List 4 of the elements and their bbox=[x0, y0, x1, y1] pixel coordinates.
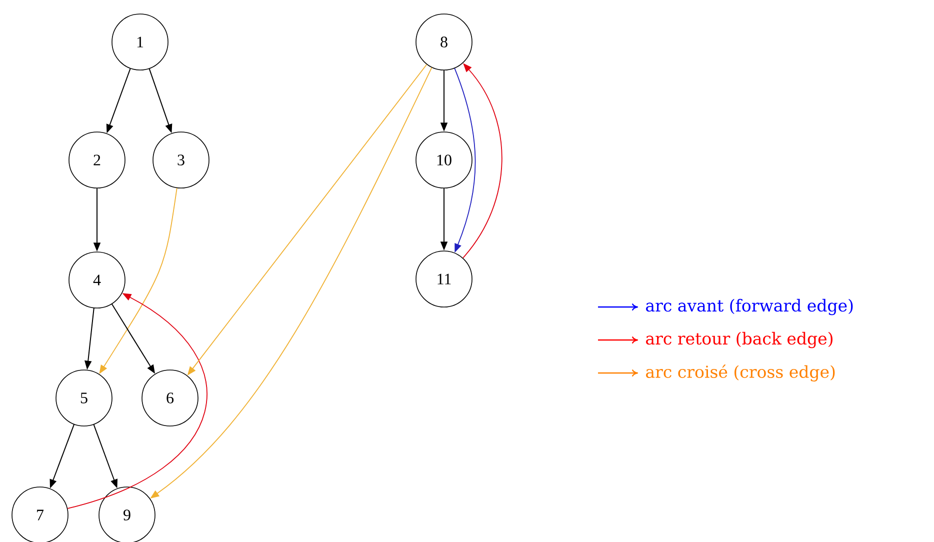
legend-text: arc croisé (cross edge) bbox=[646, 364, 835, 382]
legend-text: arc retour (back edge) bbox=[646, 332, 832, 348]
arrow bbox=[67, 293, 208, 509]
legend-text: arc avant (forward edge) bbox=[646, 298, 853, 316]
